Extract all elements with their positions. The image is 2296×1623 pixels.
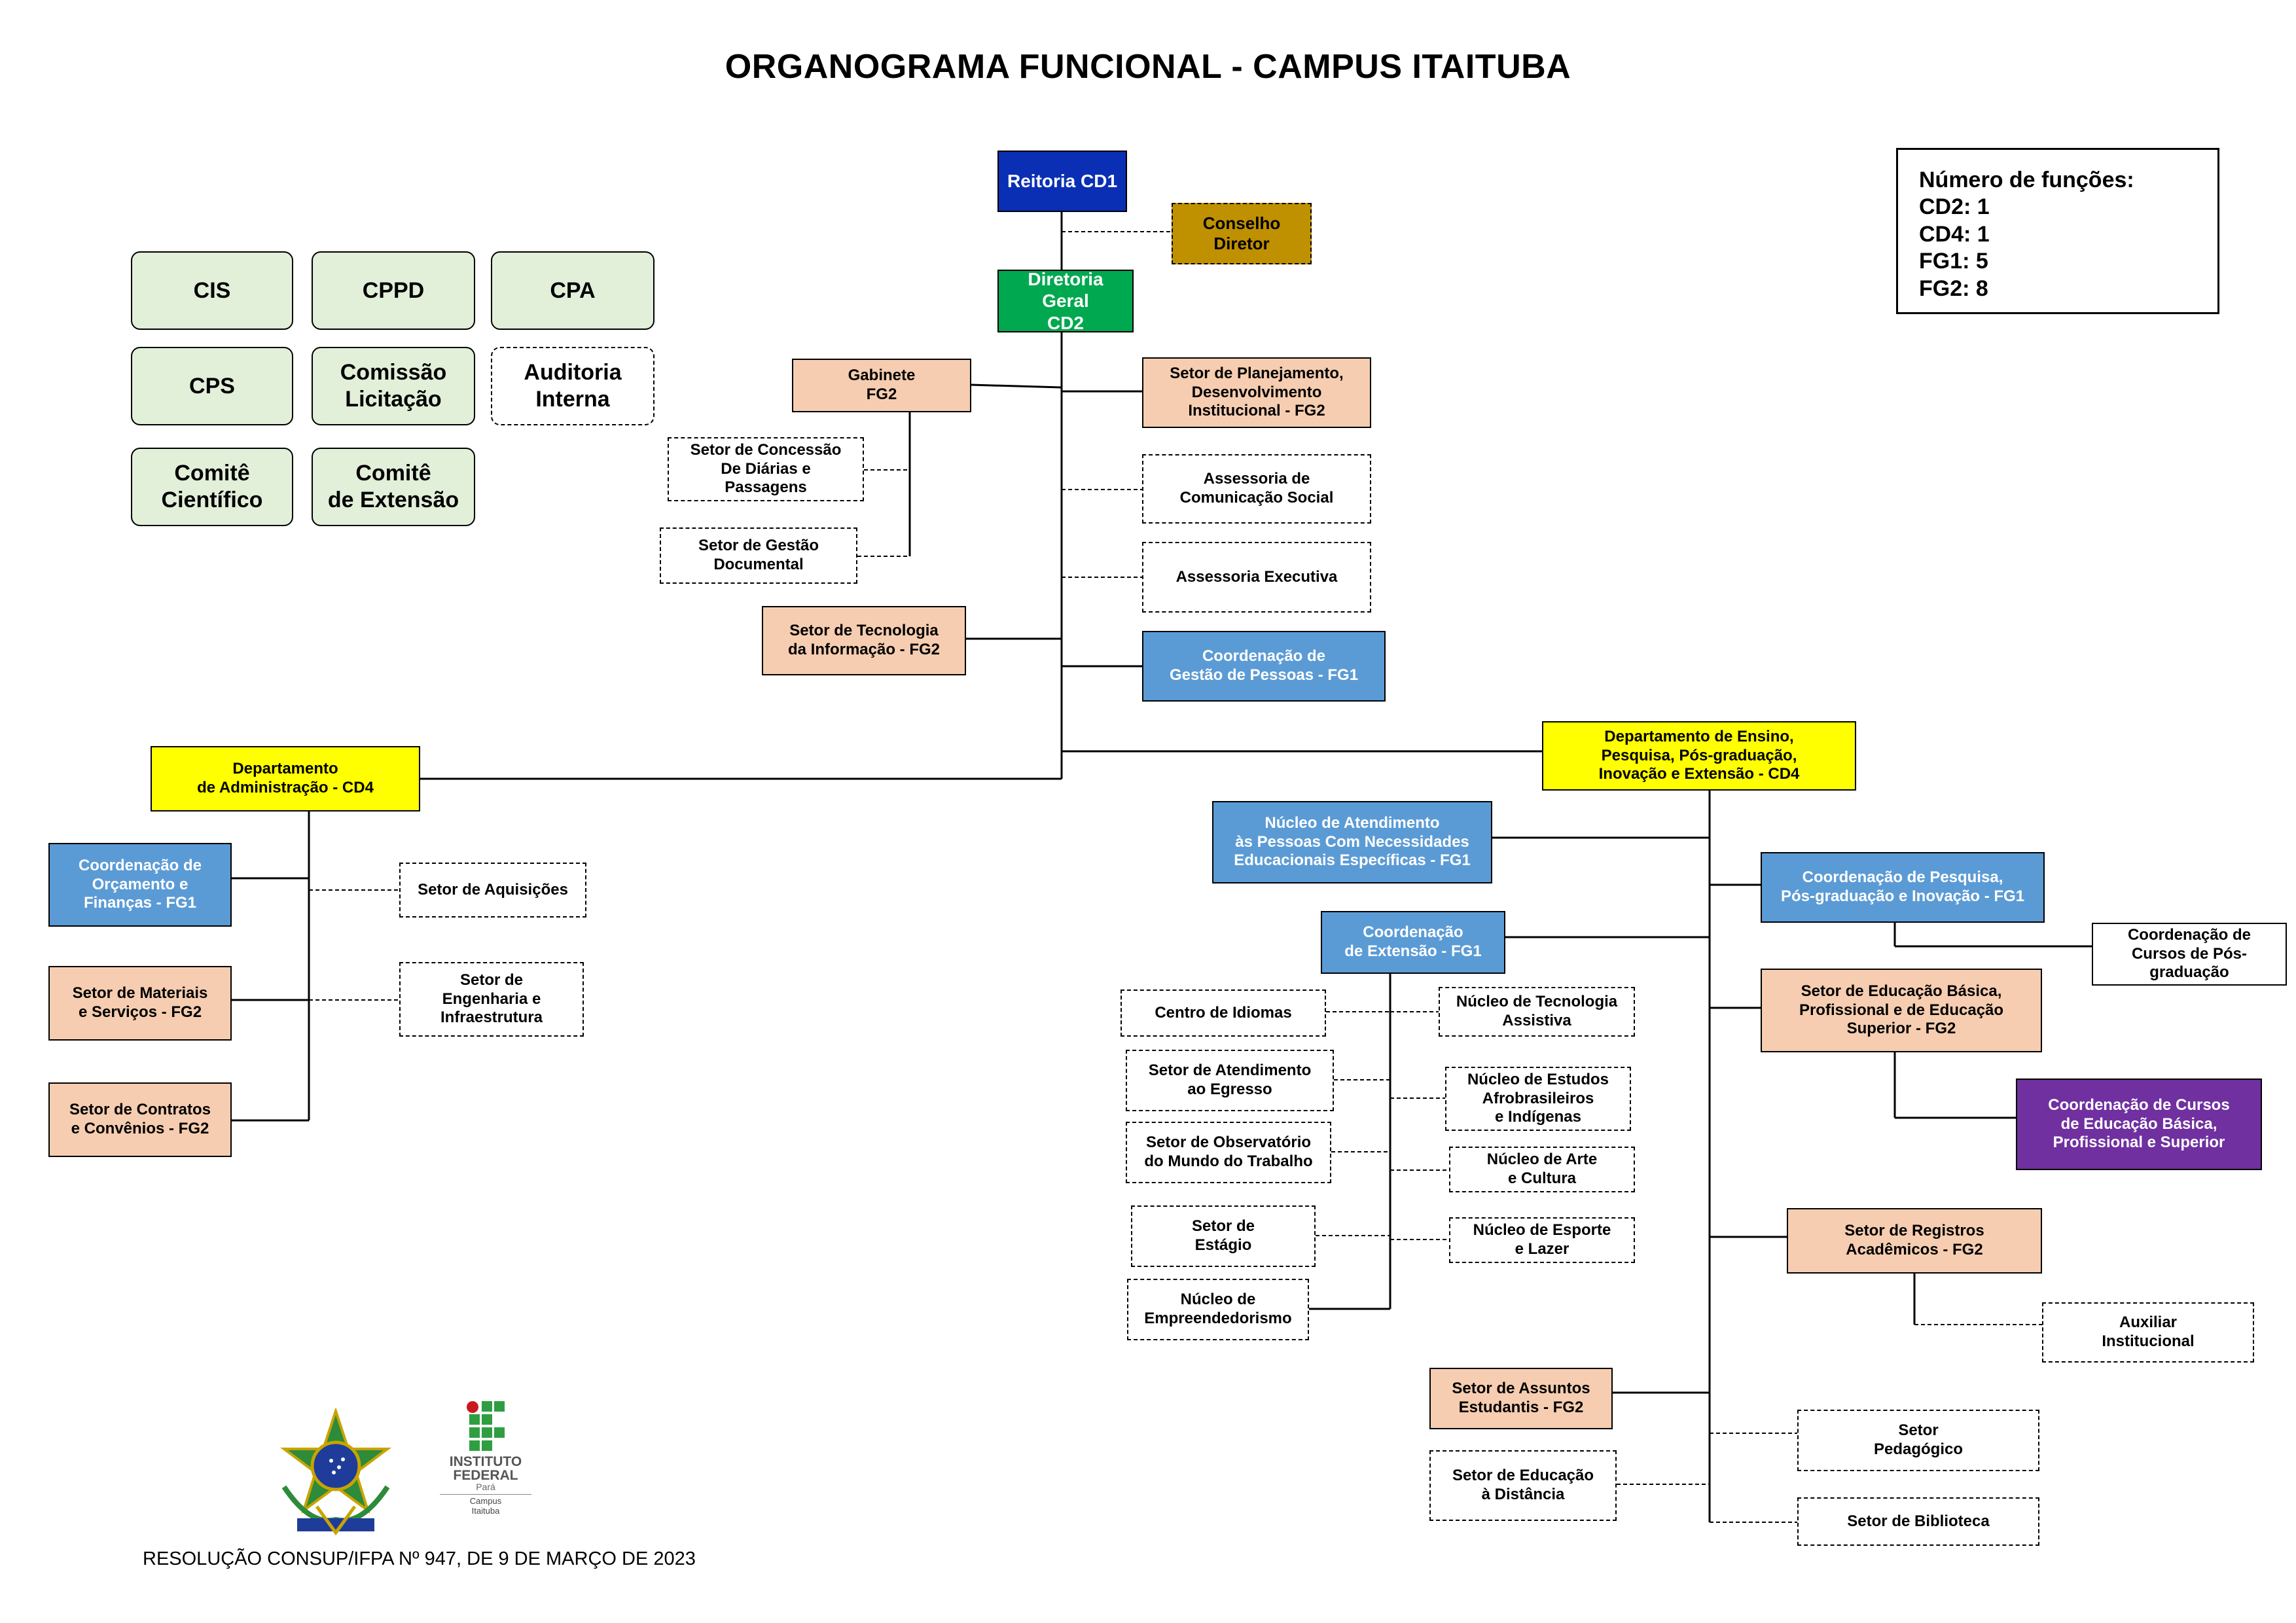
node-setor-estagio: Setor de Estágio — [1131, 1205, 1316, 1267]
node-atendimento-egresso: Setor de Atendimento ao Egresso — [1126, 1050, 1334, 1111]
node-auxiliar-institucional: Auxiliar Institucional — [2042, 1302, 2254, 1363]
footer-resolution: RESOLUÇÃO CONSUP/IFPA Nº 947, DE 9 DE MA… — [143, 1548, 696, 1569]
node-esporte-lazer: Núcleo de Esporte e Lazer — [1449, 1217, 1635, 1263]
node-aquisicoes: Setor de Aquisições — [399, 863, 586, 918]
brasil-coat-of-arms-icon — [280, 1408, 391, 1536]
legend-item: CD2: 1 — [1919, 194, 1990, 220]
ifpa-name: INSTITUTO FEDERAL — [449, 1454, 522, 1483]
node-setor-biblioteca: Setor de Biblioteca — [1797, 1497, 2039, 1546]
node-tecnologia-informacao: Setor de Tecnologia da Informação - FG2 — [762, 606, 966, 675]
node-coordenacao-pesquisa: Coordenação de Pesquisa, Pós-graduação e… — [1761, 852, 2045, 923]
node-educacao-basica: Setor de Educação Básica, Profissional e… — [1761, 969, 2042, 1052]
legend-heading: Número de funções: — [1919, 168, 2134, 192]
committee-cppd: CPPD — [312, 251, 475, 330]
legend-item: FG2: 8 — [1919, 276, 1988, 301]
link-gabinete — [971, 383, 1062, 389]
node-gestao-pessoas: Coordenação de Gestão de Pessoas - FG1 — [1142, 631, 1386, 702]
node-gabinete: Gabinete FG2 — [792, 359, 971, 412]
functions-legend: Número de funções: CD2: 1 CD4: 1 FG1: 5 … — [1896, 148, 2219, 314]
node-napne: Núcleo de Atendimento às Pessoas Com Nec… — [1212, 801, 1492, 883]
committee-auditoria: Auditoria Interna — [491, 347, 655, 425]
node-cursos-educacao-basica: Coordenação de Cursos de Educação Básica… — [2016, 1079, 2262, 1170]
page-title: ORGANOGRAMA FUNCIONAL - CAMPUS ITAITUBA — [725, 48, 1571, 86]
ifpa-logo-icon — [467, 1401, 505, 1451]
node-engenharia: Setor de Engenharia e Infraestrutura — [399, 962, 584, 1037]
node-contratos-convenios: Setor de Contratos e Convênios - FG2 — [48, 1082, 232, 1157]
node-cursos-pos-graduacao: Coordenação de Cursos de Pós- graduação — [2092, 923, 2287, 986]
committee-licitacao: Comissão Licitação — [312, 347, 475, 425]
legend-item: FG1: 5 — [1919, 249, 1988, 274]
committee-cps: CPS — [131, 347, 293, 425]
node-assessoria-executiva: Assessoria Executiva — [1142, 542, 1371, 613]
node-reitoria: Reitoria CD1 — [997, 151, 1127, 212]
ifpa-state: Pará — [476, 1482, 495, 1492]
node-assuntos-estudantis: Setor de Assuntos Estudantis - FG2 — [1429, 1368, 1613, 1429]
node-coordenacao-extensao: Coordenação de Extensão - FG1 — [1321, 911, 1505, 974]
ifpa-campus: Campus Itaituba — [440, 1494, 531, 1516]
node-setor-pedagogico: Setor Pedagógico — [1797, 1410, 2039, 1471]
node-materiais-servicos: Setor de Materiais e Serviços - FG2 — [48, 966, 232, 1041]
node-concessao-diarias: Setor de Concessão De Diárias e Passagen… — [668, 437, 864, 501]
node-comunicacao-social: Assessoria de Comunicação Social — [1142, 454, 1371, 524]
node-observatorio-trabalho: Setor de Observatório do Mundo do Trabal… — [1126, 1122, 1331, 1183]
node-arte-cultura: Núcleo de Arte e Cultura — [1449, 1147, 1635, 1192]
node-conselho-diretor: Conselho Diretor — [1172, 203, 1312, 264]
node-diretoria-geral: Diretoria Geral CD2 — [997, 269, 1134, 333]
committee-cis: CIS — [131, 251, 293, 330]
node-tecnologia-assistiva: Núcleo de Tecnologia Assistiva — [1439, 987, 1635, 1037]
committee-cientifico: Comitê Científico — [131, 448, 293, 526]
node-registros-academicos: Setor de Registros Acadêmicos - FG2 — [1787, 1208, 2042, 1274]
node-empreendedorismo: Núcleo de Empreendedorismo — [1127, 1279, 1309, 1340]
committee-cpa: CPA — [491, 251, 655, 330]
legend-item: CD4: 1 — [1919, 221, 1990, 247]
ifpa-logo: INSTITUTO FEDERAL Pará Campus Itaituba — [440, 1400, 531, 1516]
node-centro-idiomas: Centro de Idiomas — [1121, 990, 1326, 1037]
node-gestao-documental: Setor de Gestão Documental — [660, 527, 857, 584]
node-departamento-ensino: Departamento de Ensino, Pesquisa, Pós-gr… — [1542, 721, 1856, 791]
node-departamento-administracao: Departamento de Administração - CD4 — [151, 746, 420, 812]
node-estudos-afrobrasileiros: Núcleo de Estudos Afrobrasileiros e Indí… — [1445, 1067, 1631, 1131]
committee-extensao: Comitê de Extensão — [312, 448, 475, 526]
node-orcamento-financas: Coordenação de Orçamento e Finanças - FG… — [48, 843, 232, 927]
node-educacao-distancia: Setor de Educação à Distância — [1429, 1450, 1617, 1521]
node-planejamento: Setor de Planejamento, Desenvolvimento I… — [1142, 357, 1371, 428]
